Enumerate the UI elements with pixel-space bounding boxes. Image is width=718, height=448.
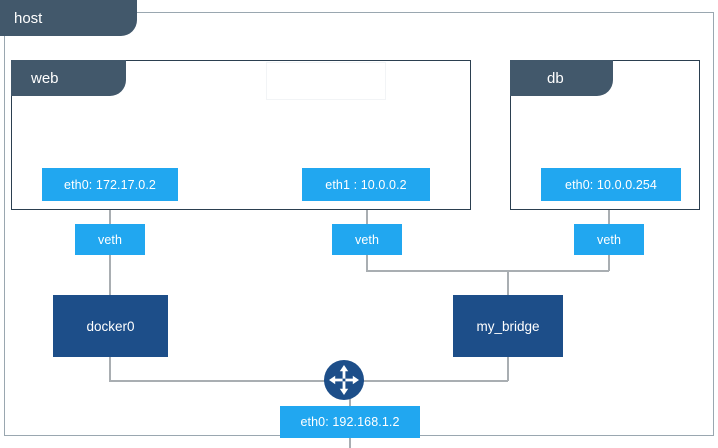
container-web-label-tab: web <box>11 60 126 96</box>
wire-db-eth0-to-veth <box>608 201 610 224</box>
interface-box-db-eth0[interactable]: eth0: 10.0.0.254 <box>541 168 681 201</box>
wire-router-to-host-eth0 <box>349 394 351 408</box>
web-inner-placeholder-box <box>266 62 386 100</box>
host-label: host <box>14 9 43 27</box>
wire-web-eth0-to-veth <box>109 201 111 224</box>
wire-veth-right-to-bus <box>608 255 610 271</box>
wire-bottom-bus <box>109 380 508 382</box>
bridge-box-docker0[interactable]: docker0 <box>53 295 168 357</box>
wire-bus-to-my-bridge <box>507 270 509 295</box>
router-icon <box>322 358 366 402</box>
container-web-label: web <box>31 69 59 87</box>
host-label-tab: host <box>0 0 137 36</box>
interface-box-web-eth0[interactable]: eth0: 172.17.0.2 <box>42 168 178 201</box>
wire-web-eth1-to-veth <box>366 201 368 224</box>
wire-docker0-to-bus <box>109 357 111 381</box>
wire-veth-left-to-docker0 <box>109 255 111 295</box>
veth-box-left[interactable]: veth <box>75 224 145 255</box>
container-db-label: db <box>547 69 564 87</box>
wire-host-eth0-down <box>349 438 351 448</box>
wire-veth-mid-to-bus <box>366 255 368 271</box>
wire-my-bridge-to-bus <box>507 357 509 381</box>
wire-upper-bus <box>366 270 609 272</box>
container-db-label-tab: db <box>510 60 613 96</box>
bridge-box-my-bridge[interactable]: my_bridge <box>453 295 563 357</box>
veth-box-middle[interactable]: veth <box>332 224 402 255</box>
interface-box-host-eth0[interactable]: eth0: 192.168.1.2 <box>280 406 420 438</box>
interface-box-web-eth1[interactable]: eth1 : 10.0.0.2 <box>302 168 430 201</box>
veth-box-right[interactable]: veth <box>574 224 644 255</box>
